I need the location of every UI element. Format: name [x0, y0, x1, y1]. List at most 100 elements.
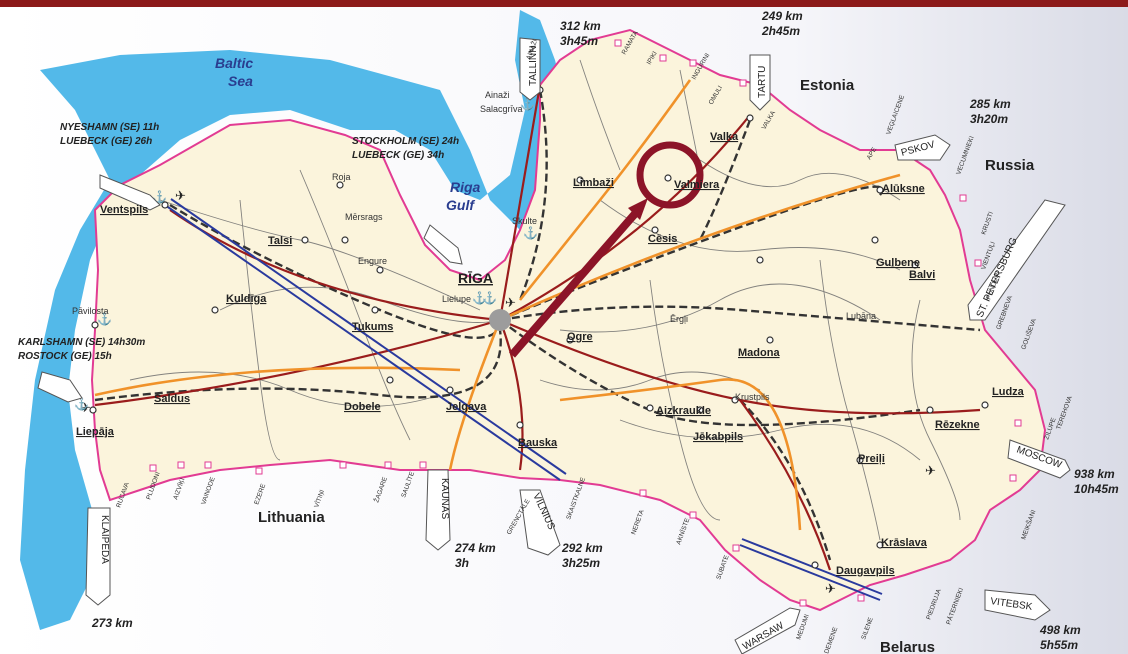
sea-label-baltic: Sea: [228, 73, 253, 89]
city-label: Pāvilosta: [72, 306, 109, 316]
city-label: RĪGA: [458, 270, 493, 286]
city-label: Dobele: [344, 401, 381, 413]
anchor-icon: ⚓: [523, 226, 538, 240]
city-label: Liepāja: [76, 426, 115, 438]
city-label: Madona: [738, 347, 780, 359]
city-label: Mērsrags: [345, 212, 383, 222]
blue-corridor: [164, 198, 883, 601]
sign-tallinn: [519, 37, 541, 101]
city-label: Lielupe: [442, 294, 471, 304]
sign-pskov: [894, 134, 951, 161]
city-label: Alūksne: [882, 183, 925, 195]
city-label: Engure: [358, 256, 387, 266]
sign-vitebsk: [984, 589, 1051, 621]
highlight-arrow: [508, 198, 648, 358]
border-crossings: [149, 39, 1022, 607]
ferry-note: LUEBECK (GE) 26h: [60, 136, 152, 147]
city-label: Gulbene: [876, 257, 920, 269]
baltic-sea: [20, 10, 570, 630]
sign-label-kaunas: KAUNAS: [439, 478, 450, 519]
country-label-belarus: Belarus: [880, 639, 935, 654]
direction-signs: [37, 37, 1071, 654]
distance-label: 3h45m: [560, 34, 598, 48]
sign-moscow: [1007, 439, 1071, 479]
city-label: Ērgļi: [670, 314, 688, 324]
airport-icon-daugavpils: ✈: [825, 581, 836, 596]
city-label: Bauska: [518, 437, 558, 449]
city-label: Limbaži: [573, 177, 614, 189]
distance-label: 285 km: [969, 97, 1011, 111]
distance-label: 3h: [455, 556, 469, 570]
country-label-lithuania: Lithuania: [258, 509, 325, 526]
anchor-icon: ⚓: [472, 291, 487, 305]
city-label: Jēkabpils: [693, 431, 743, 443]
distance-label: 312 km: [560, 19, 601, 33]
sign-label-tallinn: TALLINN: [528, 46, 539, 86]
ferry-note: ROSTOCK (GE) 15h: [18, 351, 112, 362]
sign-kaunas: [425, 469, 451, 551]
sign-liepaja-ferry: [37, 371, 83, 403]
distance-label: 249 km: [761, 9, 803, 23]
distance-label: 3h20m: [970, 112, 1008, 126]
city-label: Skulte: [512, 216, 537, 226]
distance-label: 2h45m: [761, 24, 800, 38]
anchor-icon: ⚓: [97, 312, 112, 326]
city-label: Kuldīga: [226, 293, 267, 305]
city-label: Lubāna: [846, 311, 876, 321]
city-label: Ludza: [992, 386, 1025, 398]
city-label: Salacgrīva: [480, 104, 523, 114]
city-label: Saldus: [154, 393, 190, 405]
ferry-note: KARLSHAMN (SE) 14h30m: [18, 337, 145, 348]
distance-label: 292 km: [561, 541, 603, 555]
city-dots: [89, 86, 989, 569]
distance-label: 5h55m: [1040, 638, 1078, 652]
airport-icon-riga: ✈: [505, 295, 516, 310]
city-label: Balvi: [909, 269, 935, 281]
sign-klaipeda: [85, 507, 111, 606]
city-label: Talsi: [268, 235, 292, 247]
airport-icon-liepaja: ✈: [80, 400, 91, 415]
city-label: Daugavpils: [836, 565, 895, 577]
city-label: Jelgava: [446, 401, 487, 413]
distance-label: 3h25m: [562, 556, 600, 570]
sign-label-tartu: TARTU: [757, 66, 768, 98]
city-label: Roja: [332, 172, 351, 182]
highlight-circle: [636, 141, 704, 209]
sign-vilnius: [519, 489, 561, 556]
city-label: Ainaži: [485, 90, 510, 100]
top-bar: [0, 0, 1128, 7]
riga-hub: [489, 309, 511, 331]
airport-icon-ventspils: ✈: [175, 188, 186, 203]
sign-warsaw: [734, 607, 801, 654]
sign-label-klaipeda: KLAIPEDA: [99, 515, 110, 564]
latvia-territory: [90, 28, 1047, 612]
city-label: Valmiera: [674, 179, 720, 191]
anchor-icon: ⚓: [482, 291, 497, 305]
ferry-note: NYESHAMN (SE) 11h: [60, 122, 159, 133]
sea-label-riga: Riga: [450, 179, 481, 195]
distance-label: 273 km: [91, 616, 133, 630]
distance-label: 498 km: [1039, 623, 1081, 637]
sea-label-baltic: Baltic: [215, 55, 253, 71]
sea-label-gulf: Gulf: [446, 197, 475, 213]
country-label-estonia: Estonia: [800, 77, 855, 94]
national-roads: [94, 79, 901, 531]
sign-st-petersburg: [967, 199, 1066, 321]
anchor-icon: ⚓: [520, 97, 535, 111]
city-label: Krāslava: [881, 537, 928, 549]
city-label: Tukums: [352, 321, 393, 333]
city-label: Aizkraukle: [656, 405, 711, 417]
distance-label: 274 km: [454, 541, 496, 555]
anchor-icon: ⚓: [74, 397, 89, 411]
sign-ventspils-ferry: [99, 174, 161, 211]
country-label-russia: Russia: [985, 157, 1035, 174]
city-label: Valka: [710, 131, 739, 143]
sign-riga-ferry: [423, 224, 463, 265]
city-label: Ogre: [567, 331, 593, 343]
city-label: Rēzekne: [935, 419, 980, 431]
city-label: Ventspils: [100, 204, 148, 216]
